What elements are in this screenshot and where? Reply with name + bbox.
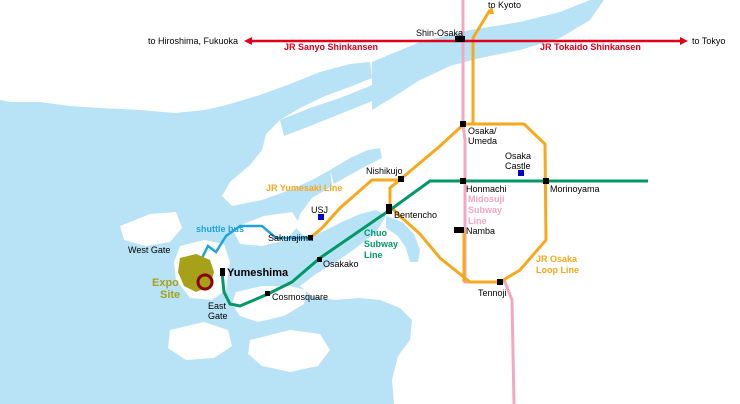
sakurajima-label: Sakurajima [268, 233, 313, 243]
river-kizu [386, 216, 420, 262]
expo-east-gate-ring [196, 273, 214, 291]
umeda-label-2: Umeda [468, 136, 497, 146]
tennoji-label: Tennoji [478, 288, 507, 298]
to-tokyo-label: to Tokyo [692, 36, 725, 46]
expo-site-area [178, 254, 214, 292]
station-marker-tennoji[interactable] [497, 279, 503, 285]
namba-label: Namba [466, 226, 495, 236]
station-marker-sakurajima[interactable] [308, 235, 313, 240]
east-gate-label-2: Gate [208, 311, 228, 321]
station-marker-morinoyama[interactable] [543, 178, 549, 184]
east-gate-label-1: East [208, 301, 227, 311]
midosuji-label-3: Line [468, 216, 487, 226]
to-hiroshima-label: to Hiroshima, Fukuoka [148, 36, 238, 46]
west-gate-label: West Gate [128, 245, 170, 255]
station-markers [220, 36, 549, 296]
arrow-kyoto [486, 6, 494, 14]
land-south-port-2 [168, 322, 232, 360]
umeda-label-1: Osaka/ [468, 126, 497, 136]
usj-marker[interactable] [318, 214, 324, 220]
nishikujo-label: Nishikujo [366, 166, 403, 176]
cosmosquare-label: Cosmosquare [272, 292, 328, 302]
shuttle-bus-line [198, 224, 310, 263]
tokaido-label: JR Tokaido Shinkansen [540, 42, 641, 52]
shin-osaka-label: Shin-Osaka [416, 28, 463, 38]
expo-site-label-2: Site [160, 289, 180, 301]
jr-kyoto-line [471, 9, 492, 124]
station-marker-honmachi[interactable] [460, 178, 466, 184]
midosuji-label-1: Midosuji [468, 194, 505, 204]
loop-label-1: JR Osaka [536, 254, 578, 264]
river-yodo [280, 70, 420, 136]
chuo-label-1: Chuo [364, 228, 387, 238]
osaka-castle-label-2: Castle [505, 161, 531, 171]
sanyo-label: JR Sanyo Shinkansen [284, 42, 378, 52]
expo-site-label-1: Expo [152, 277, 179, 289]
osakako-label: Osakako [323, 259, 359, 269]
station-marker-bentencho[interactable] [386, 204, 392, 214]
bentencho-label: Bentencho [394, 210, 437, 220]
loop-label-2: Loop Line [536, 265, 579, 275]
station-marker-yumeshima[interactable] [220, 268, 225, 276]
station-marker-shin-osaka[interactable] [455, 36, 465, 42]
chuo-line [220, 179, 648, 308]
shuttle-label: shuttle bus [196, 224, 244, 234]
chuo-label-2: Subway [364, 239, 398, 249]
station-marker-namba[interactable] [454, 227, 464, 233]
to-kyoto-label: to Kyoto [488, 0, 521, 10]
arrow-west [244, 37, 252, 45]
midosuji-label-2: Subway [468, 205, 502, 215]
land-sakishima [232, 286, 306, 322]
yumeshima-label: Yumeshima [227, 267, 289, 279]
water-layer [0, 0, 604, 404]
expo-site-shape [178, 254, 214, 292]
station-marker-cosmosquare[interactable] [265, 291, 270, 296]
land-south-port [248, 330, 330, 372]
chuo-label-3: Line [364, 250, 383, 260]
osaka-bay [0, 62, 412, 404]
station-marker-umeda[interactable] [460, 121, 466, 127]
river-aji [330, 148, 382, 184]
osaka-castle-label-1: Osaka [505, 151, 531, 161]
station-marker-osakako[interactable] [317, 257, 322, 262]
usj-label: USJ [311, 205, 328, 215]
yumesaki-label: JR Yumesaki Line [266, 183, 342, 193]
morinoyama-label: Morinoyama [550, 184, 600, 194]
river-north [372, 0, 604, 110]
land-maishima [120, 212, 182, 246]
yumesaki-line [309, 178, 402, 240]
station-marker-nishikujo[interactable] [398, 176, 404, 182]
arrow-east [680, 37, 688, 45]
honmachi-label: Honmachi [466, 184, 507, 194]
osaka-castle-marker[interactable] [518, 170, 524, 176]
